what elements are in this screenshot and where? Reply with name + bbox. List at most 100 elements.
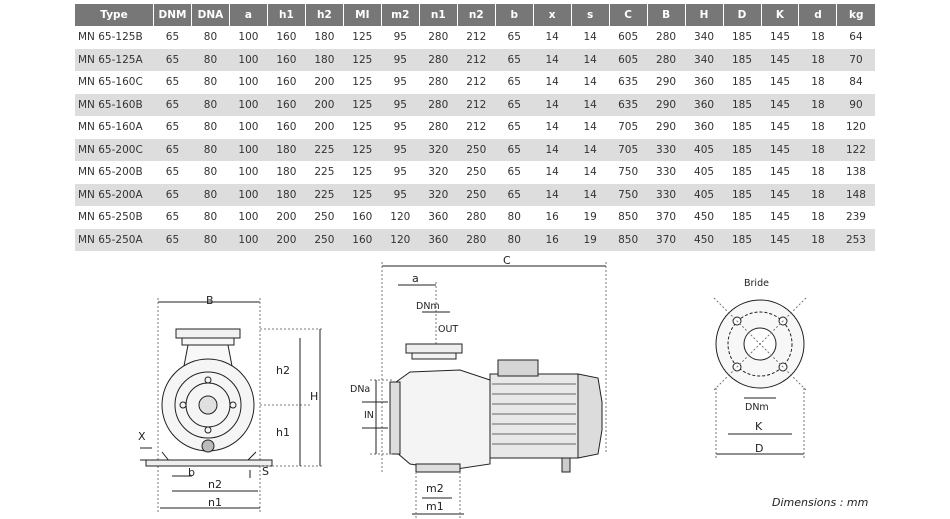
table-cell: 14 [533,116,572,139]
table-cell: 100 [229,93,268,116]
table-cell: 80 [191,71,230,94]
table-cell: 145 [761,26,799,49]
column-header: n1 [419,4,458,26]
row-type-cell: MN 65-125A [75,48,154,71]
table-cell: 65 [495,93,534,116]
table-cell: 65 [153,71,192,94]
table-cell: 14 [571,71,610,94]
flange-title: Bride [744,278,769,289]
table-cell: 450 [685,206,724,229]
table-cell: 65 [153,228,192,251]
table-cell: 120 [381,228,420,251]
table-cell: 125 [343,26,382,49]
table-cell: 320 [419,161,458,184]
table-cell: 14 [533,71,572,94]
table-cell: 280 [419,48,458,71]
table-cell: 65 [153,116,192,139]
table-cell: 145 [761,48,799,71]
row-type-cell: MN 65-160A [75,116,154,139]
table-cell: 120 [381,206,420,229]
table-cell: 340 [685,26,724,49]
flange-dnm-label: DNm [745,402,769,413]
table-cell: 80 [191,138,230,161]
dim-label-h1: h1 [276,426,290,439]
table-cell: 370 [647,228,686,251]
table-cell: 280 [457,206,496,229]
table-cell: 80 [191,161,230,184]
table-cell: 330 [647,138,686,161]
table-cell: 185 [723,161,761,184]
flange-d-label: D [755,442,763,455]
table-cell: 750 [609,161,648,184]
table-cell: 185 [723,138,761,161]
column-header: MI [343,4,382,26]
table-cell: 160 [267,116,306,139]
column-header: B [647,4,686,26]
table-cell: 65 [153,161,192,184]
table-cell: 185 [723,71,761,94]
table-cell: 320 [419,138,458,161]
column-header: K [761,4,800,26]
table-cell: 705 [609,138,648,161]
table-cell: 65 [153,48,192,71]
table-cell: 100 [229,161,268,184]
table-cell: 145 [761,161,799,184]
dim-label-m2: m2 [426,482,444,495]
table-cell: 122 [836,138,875,161]
table-cell: 14 [571,116,610,139]
table-cell: 180 [267,138,306,161]
table-cell: 18 [798,161,837,184]
table-cell: 90 [836,93,875,116]
table-cell: 95 [381,71,420,94]
table-cell: 18 [798,93,837,116]
table-cell: 125 [343,116,382,139]
table-cell: 370 [647,206,686,229]
table-cell: 18 [798,71,837,94]
table-cell: 160 [267,48,306,71]
table-cell: 65 [495,138,534,161]
table-cell: 100 [229,183,268,206]
table-cell: 185 [723,183,761,206]
table-cell: 14 [571,183,610,206]
table-cell: 80 [495,228,534,251]
table-cell: 360 [685,71,724,94]
table-cell: 65 [153,183,192,206]
table-cell: 405 [685,161,724,184]
table-cell: 160 [267,71,306,94]
table-cell: 19 [571,228,610,251]
column-header: D [723,4,762,26]
table-cell: 95 [381,26,420,49]
table-cell: 18 [798,206,837,229]
column-header: H [685,4,724,26]
table-cell: 280 [419,71,458,94]
table-cell: 180 [305,48,344,71]
table-cell: 100 [229,206,268,229]
table-cell: 14 [571,138,610,161]
table-cell: 180 [305,26,344,49]
table-cell: 160 [343,228,382,251]
table-cell: 14 [571,26,610,49]
column-header: Type [75,4,154,26]
row-type-cell: MN 65-250B [75,206,154,229]
table-cell: 65 [153,206,192,229]
table-cell: 80 [191,206,230,229]
table-cell: 80 [191,26,230,49]
table-cell: 95 [381,183,420,206]
table-cell: 250 [457,183,496,206]
table-cell: 14 [533,93,572,116]
table-cell: 360 [419,206,458,229]
table-cell: 18 [798,116,837,139]
table-cell: 125 [343,183,382,206]
table-cell: 145 [761,228,799,251]
dim-label-X: X [138,430,146,443]
table-cell: 65 [495,161,534,184]
table-cell: 100 [229,26,268,49]
dim-label-m1: m1 [426,500,444,513]
table-cell: 250 [305,228,344,251]
